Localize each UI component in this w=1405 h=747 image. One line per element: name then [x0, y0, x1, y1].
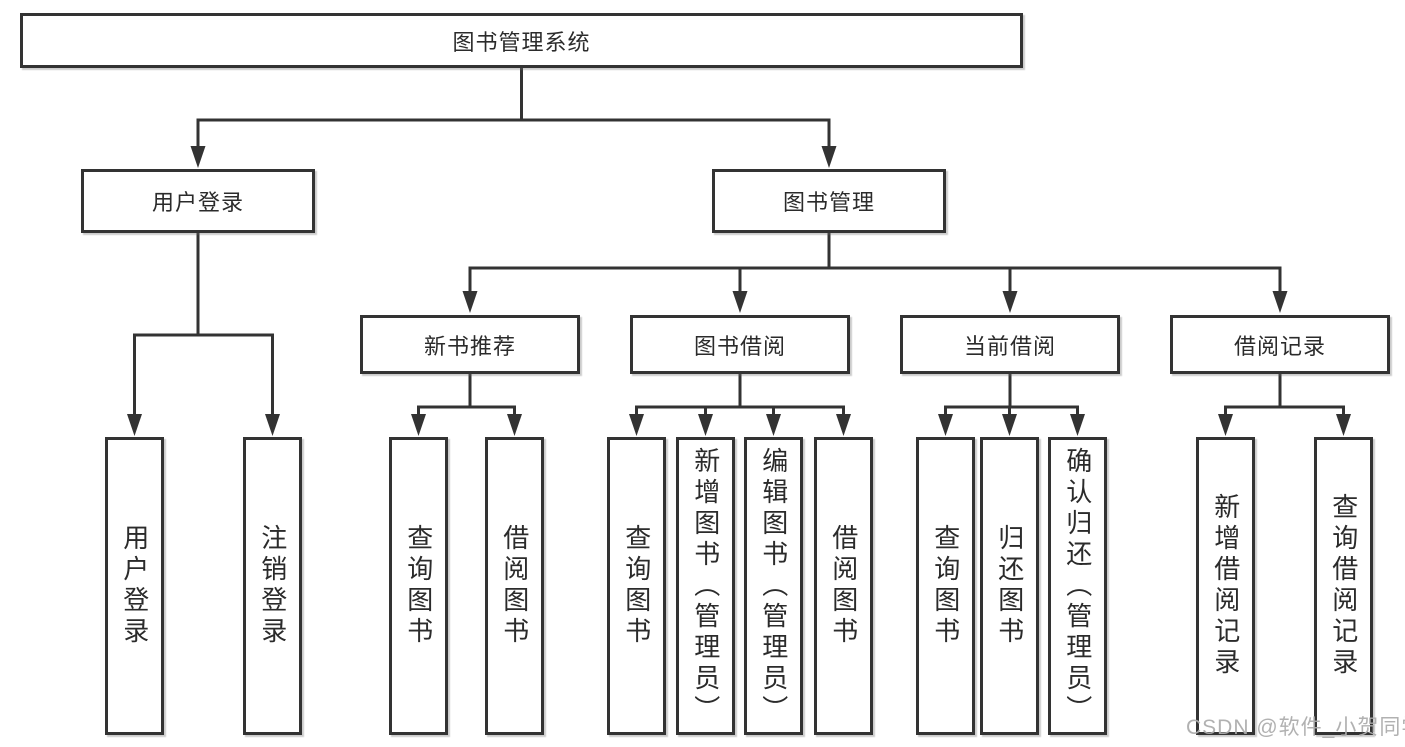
leaf-query-books-recommend: 查询图书 [389, 437, 448, 735]
watermark-text: CSDN @软件_小贺同学 [1186, 716, 1405, 739]
leaf-label: 新增借阅记录 [1210, 493, 1241, 679]
connector-lines [133, 68, 1345, 418]
leaf-return-books: 归还图书 [980, 437, 1039, 735]
leaf-label: 借阅图书 [499, 524, 530, 648]
node-label: 图书管理 [782, 190, 875, 215]
node-current-borrowing: 当前借阅 [900, 315, 1120, 374]
leaf-label: 借阅图书 [828, 524, 859, 648]
leaf-add-borrow-record: 新增借阅记录 [1196, 437, 1255, 735]
connector-arrowheads [127, 146, 1351, 436]
node-label: 新书推荐 [423, 333, 516, 359]
node-label: 图书借阅 [693, 333, 786, 359]
leaf-logout-login: 注销登录 [243, 437, 302, 735]
leaf-label: 编辑图书（管理员） [758, 446, 789, 726]
leaf-borrow-books: 借阅图书 [814, 437, 873, 735]
node-book-management: 图书管理 [712, 169, 946, 233]
leaf-label: 查询图书 [930, 524, 961, 648]
leaf-label: 查询借阅记录 [1328, 493, 1359, 679]
leaf-label: 查询图书 [403, 524, 434, 648]
node-book-borrowing: 图书借阅 [630, 315, 850, 374]
leaf-label: 新增图书（管理员） [690, 446, 721, 726]
node-new-book-recommendation: 新书推荐 [360, 315, 580, 374]
leaf-label: 注销登录 [257, 524, 288, 648]
node-user-login: 用户登录 [81, 169, 315, 233]
node-label: 图书管理系统 [452, 29, 591, 55]
leaf-label: 查询图书 [621, 524, 652, 648]
node-label: 借阅记录 [1233, 333, 1326, 359]
leaf-edit-books-admin: 编辑图书（管理员） [744, 437, 803, 735]
node-label: 用户登录 [151, 190, 244, 215]
leaf-query-books-current: 查询图书 [916, 437, 975, 735]
node-label: 当前借阅 [963, 333, 1056, 359]
leaf-label: 确认归还（管理员） [1062, 446, 1093, 726]
leaf-user-login: 用户登录 [105, 437, 164, 735]
node-borrowing-records: 借阅记录 [1170, 315, 1390, 374]
leaf-confirm-return-admin: 确认归还（管理员） [1048, 437, 1107, 735]
leaf-label: 用户登录 [119, 524, 150, 648]
leaf-borrow-books-recommend: 借阅图书 [485, 437, 544, 735]
leaf-query-borrow-record: 查询借阅记录 [1314, 437, 1373, 735]
leaf-label: 归还图书 [994, 524, 1025, 648]
leaf-add-books-admin: 新增图书（管理员） [676, 437, 735, 735]
leaf-query-books-borrow: 查询图书 [607, 437, 666, 735]
node-library-management-system: 图书管理系统 [20, 13, 1023, 68]
